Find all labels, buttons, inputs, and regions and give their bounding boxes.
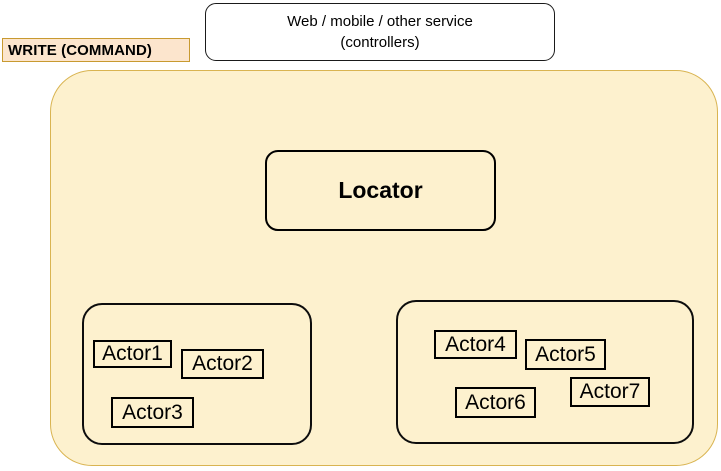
actor-box[interactable]: Actor1 <box>93 340 172 368</box>
write-command-label-text: WRITE (COMMAND) <box>8 41 152 59</box>
write-command-label: WRITE (COMMAND) <box>2 38 190 62</box>
actor-label: Actor5 <box>535 342 596 366</box>
controllers-box[interactable]: Web / mobile / other service (controller… <box>205 3 555 61</box>
actor-group-right <box>396 300 694 444</box>
write-command-region <box>50 70 718 466</box>
actor-box[interactable]: Actor4 <box>434 330 517 359</box>
actor-box[interactable]: Actor5 <box>525 339 606 370</box>
actor-box[interactable]: Actor6 <box>455 387 536 418</box>
controllers-box-line-1: Web / mobile / other service <box>287 12 473 30</box>
actor-group-left <box>82 303 312 445</box>
controllers-box-line-2: (controllers) <box>340 34 420 51</box>
actor-label: Actor1 <box>102 342 163 365</box>
locator-label: Locator <box>338 177 423 203</box>
actor-label: Actor6 <box>465 390 526 414</box>
actor-label: Actor4 <box>445 332 506 356</box>
actor-box[interactable]: Actor3 <box>111 397 194 428</box>
locator-box[interactable]: Locator <box>265 150 496 231</box>
actor-label: Actor3 <box>122 400 183 424</box>
actor-box[interactable]: Actor7 <box>570 377 650 407</box>
actor-box[interactable]: Actor2 <box>181 349 264 379</box>
actor-label: Actor2 <box>192 352 253 375</box>
actor-label: Actor7 <box>579 380 641 403</box>
